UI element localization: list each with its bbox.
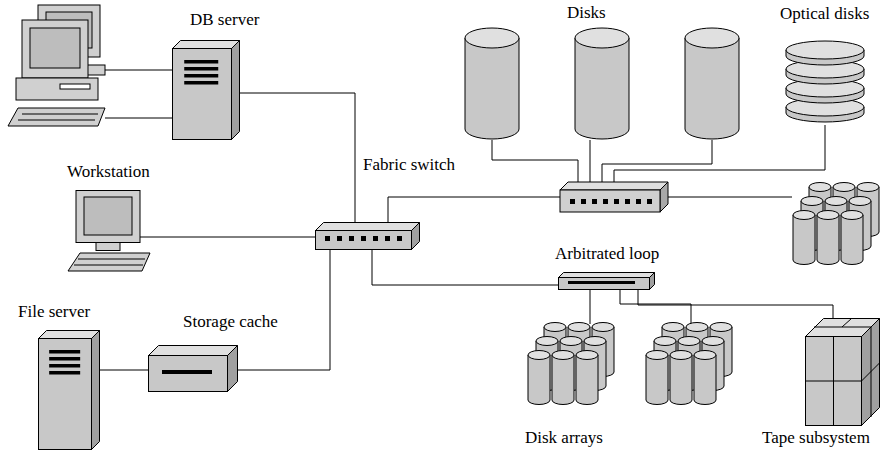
device-node: Workstation — [72, 190, 144, 275]
cable-connector — [100, 370, 148, 371]
disk-stack — [793, 183, 879, 265]
cable-connector — [238, 250, 330, 370]
hub-icon — [560, 182, 668, 212]
device-label: Storage cache — [183, 312, 278, 332]
device-icon — [148, 345, 238, 392]
device-node: Disks — [465, 28, 740, 140]
device-node: Disk arrays — [527, 322, 732, 422]
cable-connector — [140, 237, 315, 238]
device-node: Fabric switch — [315, 222, 420, 250]
device-node: Storage cache — [148, 345, 238, 392]
disk-wire — [590, 140, 591, 182]
device-node: File server — [38, 330, 100, 450]
pc-wire — [105, 118, 172, 119]
cable-connector — [372, 250, 558, 285]
device-icon — [805, 318, 880, 426]
pc-icon — [30, 5, 105, 75]
stack-wire — [660, 197, 792, 198]
device-icon — [315, 222, 420, 250]
disk-wire — [602, 140, 712, 182]
device-icon — [527, 322, 732, 422]
device-icon — [172, 40, 240, 140]
device-node: DB server — [172, 40, 240, 140]
switch-wire — [388, 197, 560, 222]
device-icon — [785, 40, 865, 125]
pc-wire — [100, 70, 172, 71]
device-icon — [72, 190, 144, 275]
device-label: Fabric switch — [363, 155, 455, 175]
device-icon — [38, 330, 100, 450]
device-label: Optical disks — [780, 4, 869, 24]
device-label: Workstation — [67, 162, 150, 182]
pc-icon — [8, 20, 105, 126]
device-node: Optical disks — [785, 40, 865, 125]
device-node: Arbitrated loop — [558, 272, 655, 290]
cable-connector — [240, 93, 355, 222]
device-node: Tape subsystem — [805, 318, 880, 426]
disk-wire — [492, 140, 578, 182]
device-label: Disks — [567, 3, 606, 23]
device-label: DB server — [190, 10, 259, 30]
device-icon — [465, 28, 740, 140]
device-label: Disk arrays — [525, 428, 603, 448]
device-label: Arbitrated loop — [555, 244, 659, 264]
cable-connector — [590, 290, 691, 324]
device-label: File server — [18, 302, 90, 322]
device-icon — [558, 272, 655, 290]
device-label: Tape subsystem — [762, 428, 870, 448]
cable-connector — [638, 290, 833, 327]
